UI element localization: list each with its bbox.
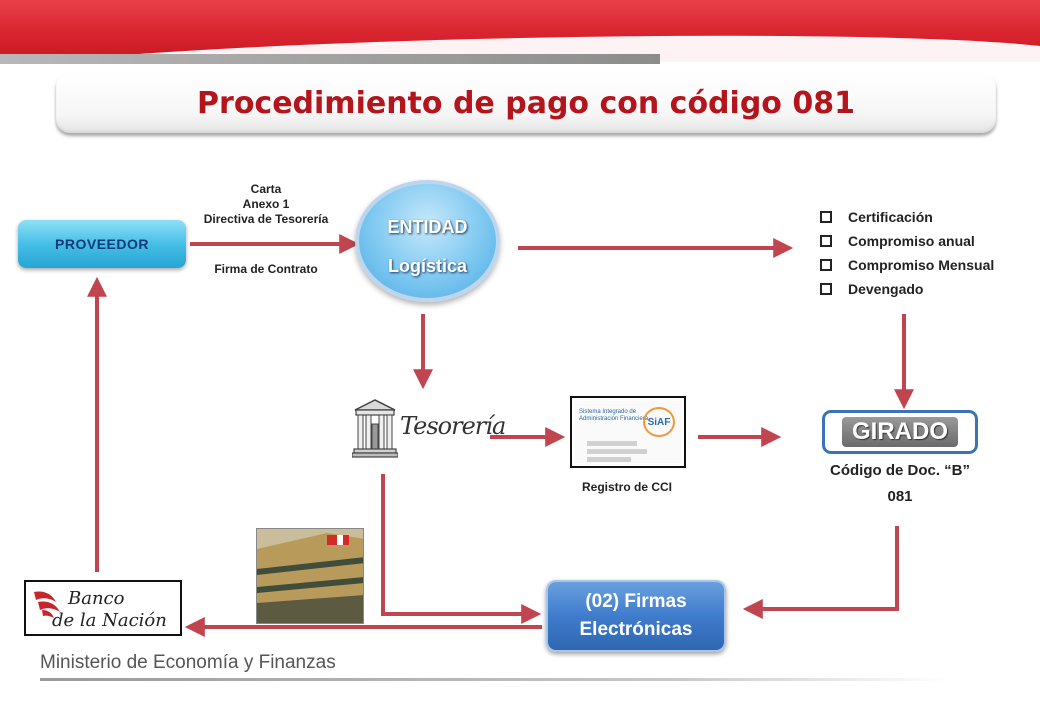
checklist-item-label: Compromiso anual [848,233,975,249]
header-band [0,0,1040,110]
checklist-item: Certificación [820,205,994,229]
codigo-line1: Código de Doc. “B” [830,462,970,479]
siaf-form-row [587,441,637,446]
ministry-building-photo [256,528,364,624]
banco-label-line1: Banco [68,588,125,609]
girado-node: GIRADO [822,410,978,454]
building-photo-icon [257,529,363,623]
checkbox-icon [820,283,832,295]
siaf-form-row [587,457,631,462]
arrow-girado-to-firmas [742,526,899,619]
siaf-screen: Sistema Integrado de Administración Fina… [575,401,681,463]
logistica-label: Logística [387,256,467,276]
header-grey-stripe [0,54,660,64]
checklist: Certificación Compromiso anual Compromis… [820,205,994,301]
footer-divider [40,678,950,681]
proveedor-label: PROVEEDOR [55,236,149,252]
label-firma-contrato: Firma de Contrato [214,262,318,276]
siaf-form-row [587,449,647,454]
checklist-item-label: Certificación [848,209,933,225]
tesoreria-node: Tesorería [352,398,506,460]
label-directiva: Directiva de Tesorería [203,212,329,226]
entidad-label: ENTIDAD [387,217,468,237]
proveedor-node: PROVEEDOR [18,220,186,268]
arrow-tesoreria-to-firmas [381,474,542,624]
tesoreria-label: Tesorería [400,412,506,440]
banco-nacion-node: Banco de la Nación [24,580,182,636]
girado-label: GIRADO [842,417,958,447]
checklist-item-label: Devengado [848,281,924,297]
checklist-item-label: Compromiso Mensual [848,257,995,273]
codigo-doc: Código de Doc. “B” 081 [808,458,992,510]
bank-logo-icon [34,591,60,618]
siaf-logo: SiAF [643,407,675,437]
siaf-screen-text: Sistema Integrado de Administración Fina… [579,409,649,422]
firmas-line2: Electrónicas [579,619,693,640]
footer-ministry: Ministerio de Economía y Finanzas [40,652,336,673]
checkbox-icon [820,235,832,247]
checkbox-icon [820,211,832,223]
siaf-screenshot: Sistema Integrado de Administración Fina… [570,396,686,468]
label-carta: Carta [250,182,282,196]
checklist-item: Compromiso Mensual [820,253,994,277]
building-icon [352,399,398,458]
title-panel: Procedimiento de pago con código 081 [56,73,996,133]
banco-label-line2: de la Nación [52,610,167,631]
label-anexo: Anexo 1 [242,197,290,211]
codigo-line2: 081 [887,488,913,505]
checkbox-icon [820,259,832,271]
label-carta-group: Carta Anexo 1 Directiva de Tesorería [196,182,336,227]
checklist-item: Compromiso anual [820,229,994,253]
firmas-electronicas-node: (02) Firmas Electrónicas [546,580,726,652]
checklist-item: Devengado [820,277,994,301]
page-title: Procedimiento de pago con código 081 [197,85,855,121]
firmas-line1: (02) Firmas [585,591,687,612]
entidad-logistica-node: ENTIDAD Logística [355,180,500,302]
siaf-caption: Registro de CCI [581,480,672,494]
